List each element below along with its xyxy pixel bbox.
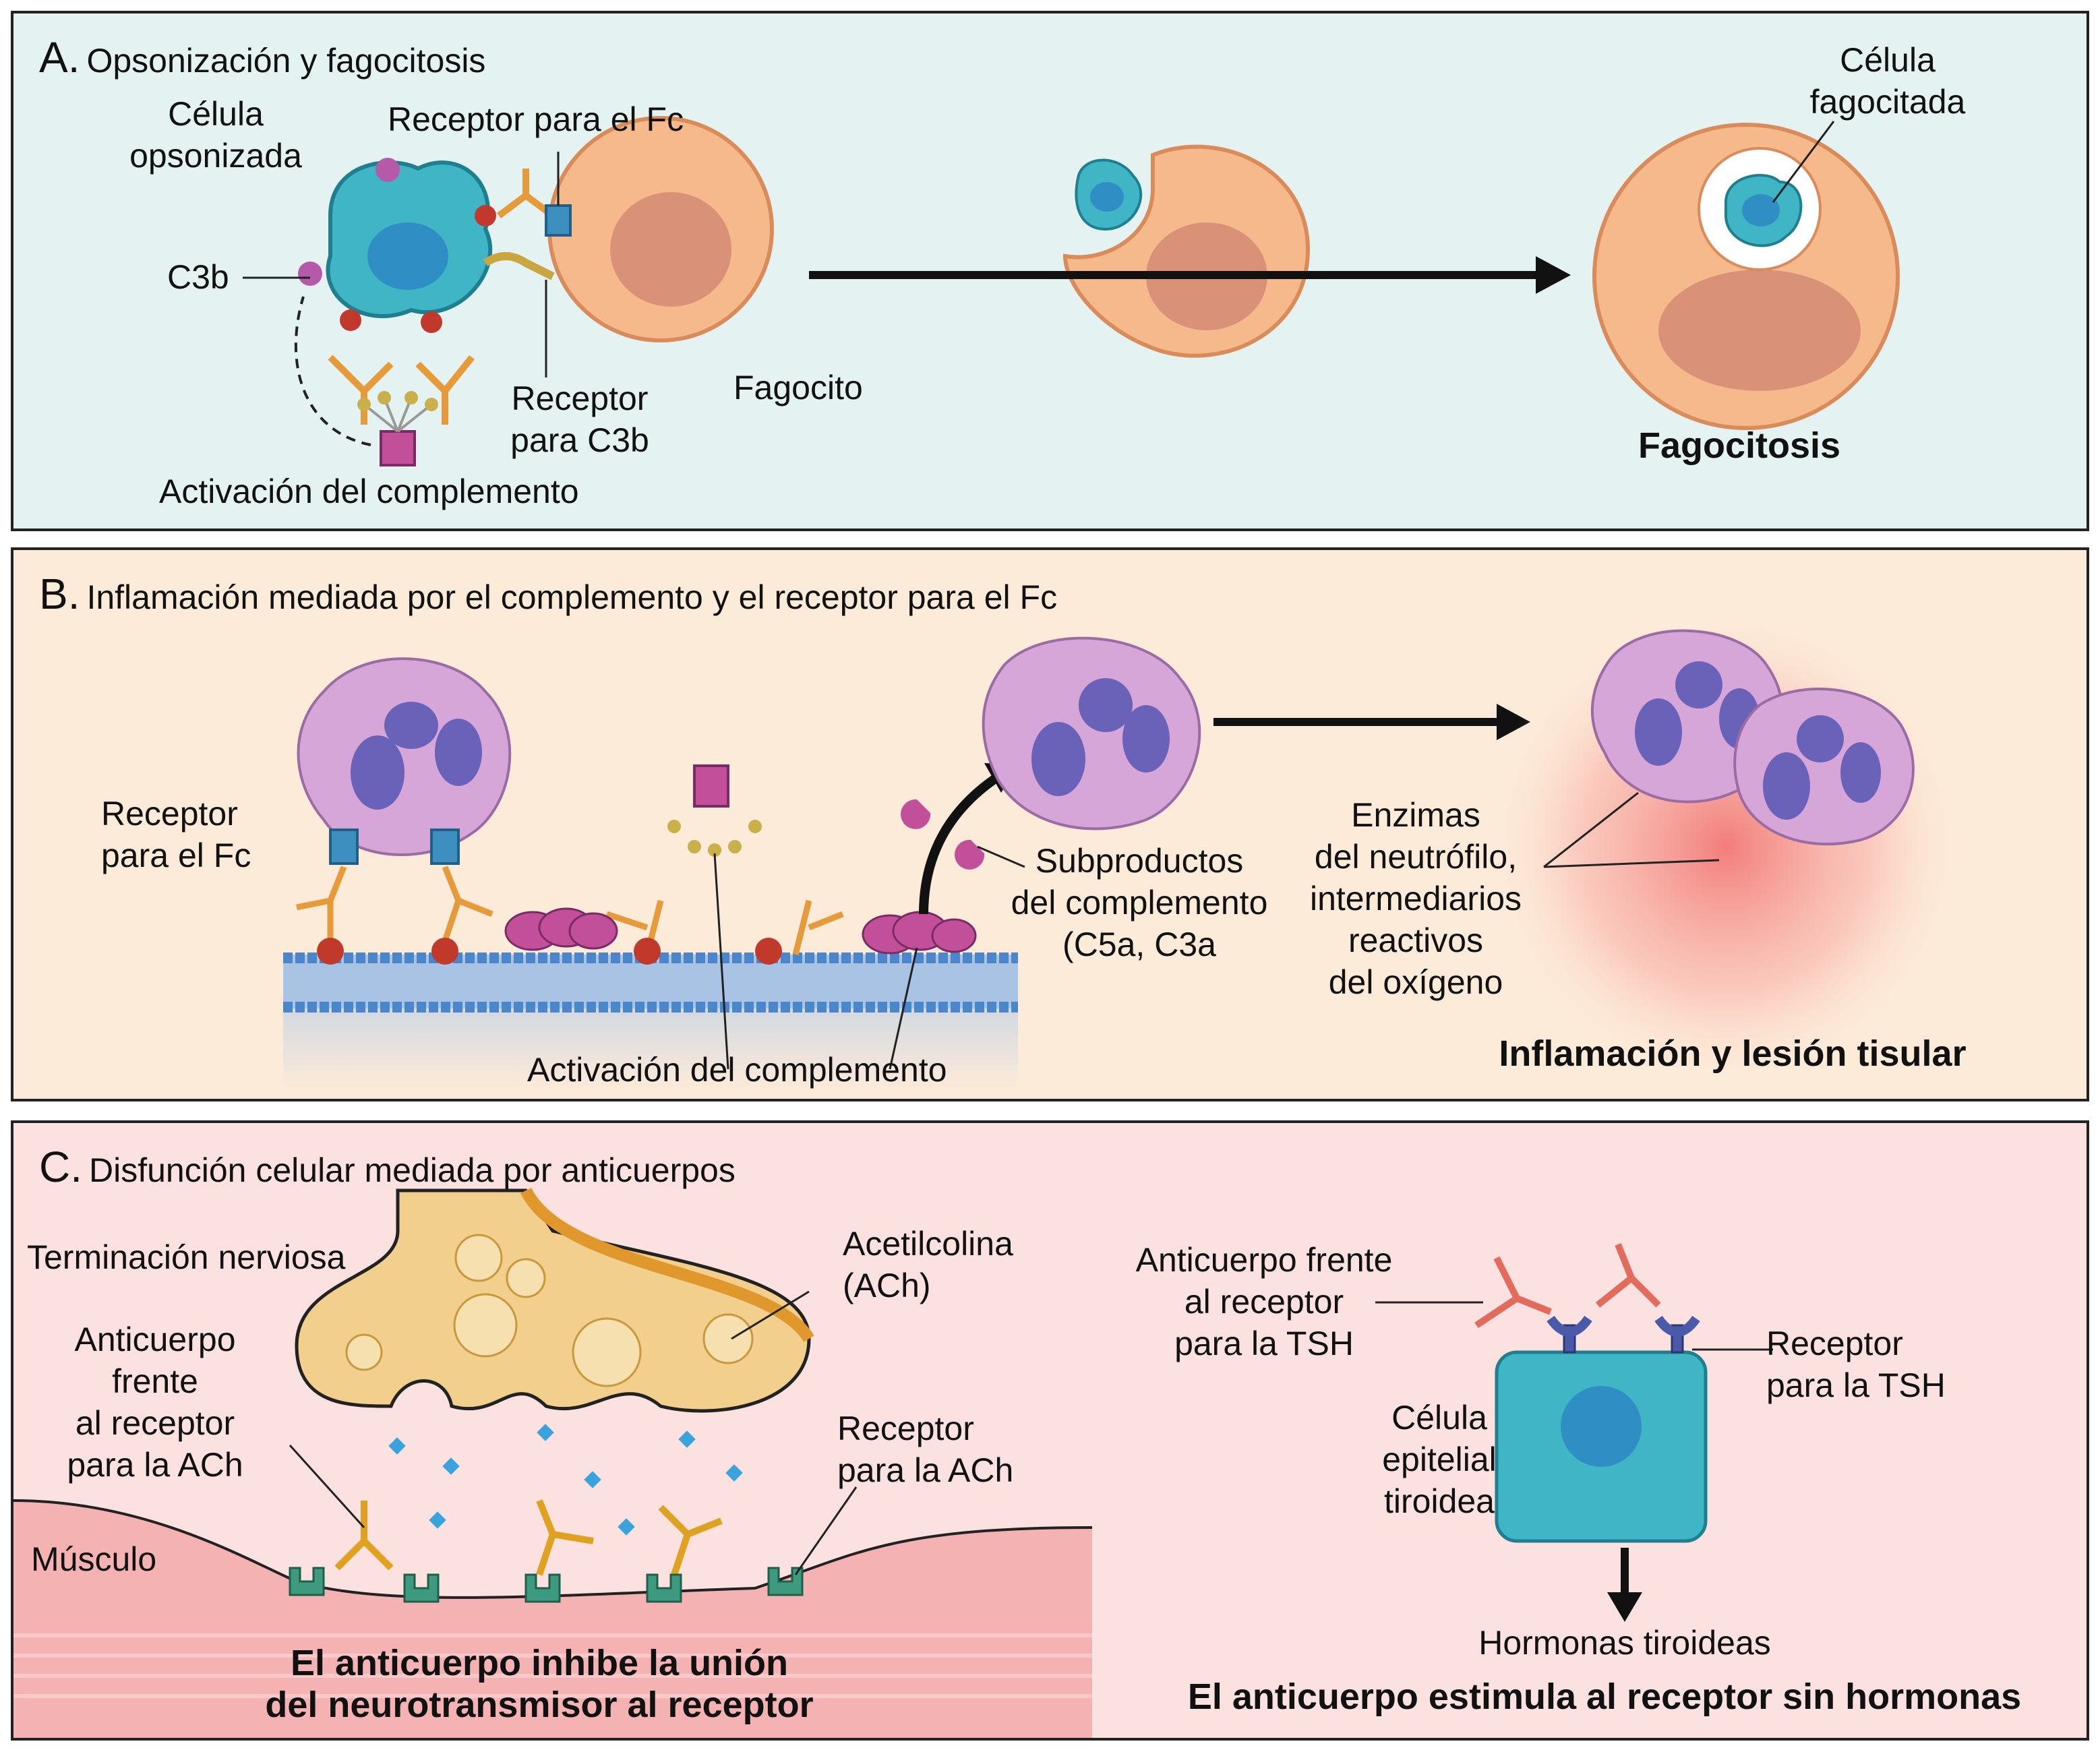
panel-c-title-text: Disfunción celular mediada por anticuerp… <box>89 1151 736 1189</box>
panel-b-letter: B. <box>39 570 80 618</box>
label-c3b: C3b <box>167 258 229 296</box>
label-inflammation-result: Inflamación y lesión tisular <box>1499 1033 1967 1074</box>
label-nerve-ending: Terminación nerviosa <box>27 1238 346 1276</box>
nerve-terminal <box>295 1187 814 1413</box>
phagocyte-with-engulfed-cell <box>1592 121 1900 430</box>
phagocyte-cell <box>547 116 774 342</box>
label-tsh-receptor: Receptor para la TSH <box>1766 1325 1946 1404</box>
fc-receptor <box>545 204 572 237</box>
thyroid-epithelial-cell <box>1495 1350 1708 1543</box>
label-phagocyte: Fagocito <box>733 369 863 406</box>
label-c3b-receptor: Receptor para C3b <box>510 380 649 459</box>
label-fc-receptor: Receptor para el Fc <box>388 100 684 138</box>
label-complement-byproducts: Subproductos del complemento (C5a, C3a <box>1011 842 1268 963</box>
antibodies <box>328 169 555 425</box>
label-right-result: El anticuerpo estimula al receptor sin h… <box>1187 1677 2022 1717</box>
panel-opsonization: A.Opsonización y fagocitosis <box>11 11 2089 531</box>
panel-a-title: A.Opsonización y fagocitosis <box>39 32 485 82</box>
neutrophil-left <box>297 657 512 856</box>
label-thyroid-hormones: Hormonas tiroideas <box>1478 1624 1771 1662</box>
anti-tsh-antibodies <box>1474 1243 1661 1329</box>
label-anti-ach-antibody: Anticuerpo frente al receptor para la AC… <box>67 1321 243 1484</box>
panel-c-title: C.Disfunción celular mediada por anticue… <box>39 1142 736 1192</box>
panel-c-illustration <box>13 1187 1773 1738</box>
label-left-result: El anticuerpo inhibe la unión del neurot… <box>265 1643 814 1725</box>
fc-receptor-b1 <box>329 828 359 865</box>
acetylcholine-molecules <box>388 1424 743 1536</box>
neutrophil-pair <box>1590 629 1915 846</box>
complement-complex-b <box>693 764 729 808</box>
label-phagocytosis: Fagocitosis <box>1638 425 1841 466</box>
ach-receptors <box>289 1567 804 1603</box>
label-complement-activation-a: Activación del complemento <box>159 473 579 510</box>
panel-b-title-text: Inflamación mediada por el complemento y… <box>86 578 1058 616</box>
muscle-tissue <box>13 1499 1093 1738</box>
panel-a-letter: A. <box>39 33 80 82</box>
neutrophil-activated <box>982 636 1201 830</box>
label-thyroid-cell: Célula epitelial tiroidea <box>1382 1399 1497 1520</box>
fc-receptor-b2 <box>430 828 460 865</box>
panel-a-illustration <box>243 116 1900 466</box>
opsonized-target-cell <box>298 158 496 333</box>
panel-b-title: B.Inflamación mediada por el complemento… <box>39 569 1057 619</box>
engulfing-phagocyte <box>1062 144 1311 358</box>
label-muscle: Músculo <box>31 1540 157 1578</box>
panel-cell-dysfunction: C.Disfunción celular mediada por anticue… <box>11 1120 2089 1741</box>
c3b-molecule <box>298 262 322 286</box>
label-anti-tsh-antibody: Anticuerpo frente al receptor para la TS… <box>1135 1241 1393 1362</box>
label-ach-receptor: Receptor para la ACh <box>837 1410 1014 1489</box>
c3b-receptor <box>483 252 555 280</box>
anti-ach-antibodies <box>334 1499 723 1576</box>
label-opsonized-cell: Célula opsonizada <box>129 95 302 175</box>
panel-c-letter: C. <box>39 1143 82 1191</box>
panel-inflammation: B.Inflamación mediada por el complemento… <box>11 547 2089 1101</box>
label-fc-receptor-b: Receptor para el Fc <box>101 795 251 874</box>
label-phagocytosed-cell: Célula fagocitada <box>1809 41 1966 121</box>
tsh-receptors <box>1547 1315 1700 1354</box>
panel-b-illustration <box>283 604 1969 1089</box>
panel-a-title-text: Opsonización y fagocitosis <box>86 42 486 80</box>
complement-complex <box>380 430 416 466</box>
label-neutrophil-enzymes: Enzimas del neutrófilo, intermediarios r… <box>1309 796 1522 1001</box>
label-complement-activation-b: Activación del complemento <box>527 1051 947 1089</box>
label-acetylcholine: Acetilcolina (ACh) <box>843 1225 1013 1304</box>
